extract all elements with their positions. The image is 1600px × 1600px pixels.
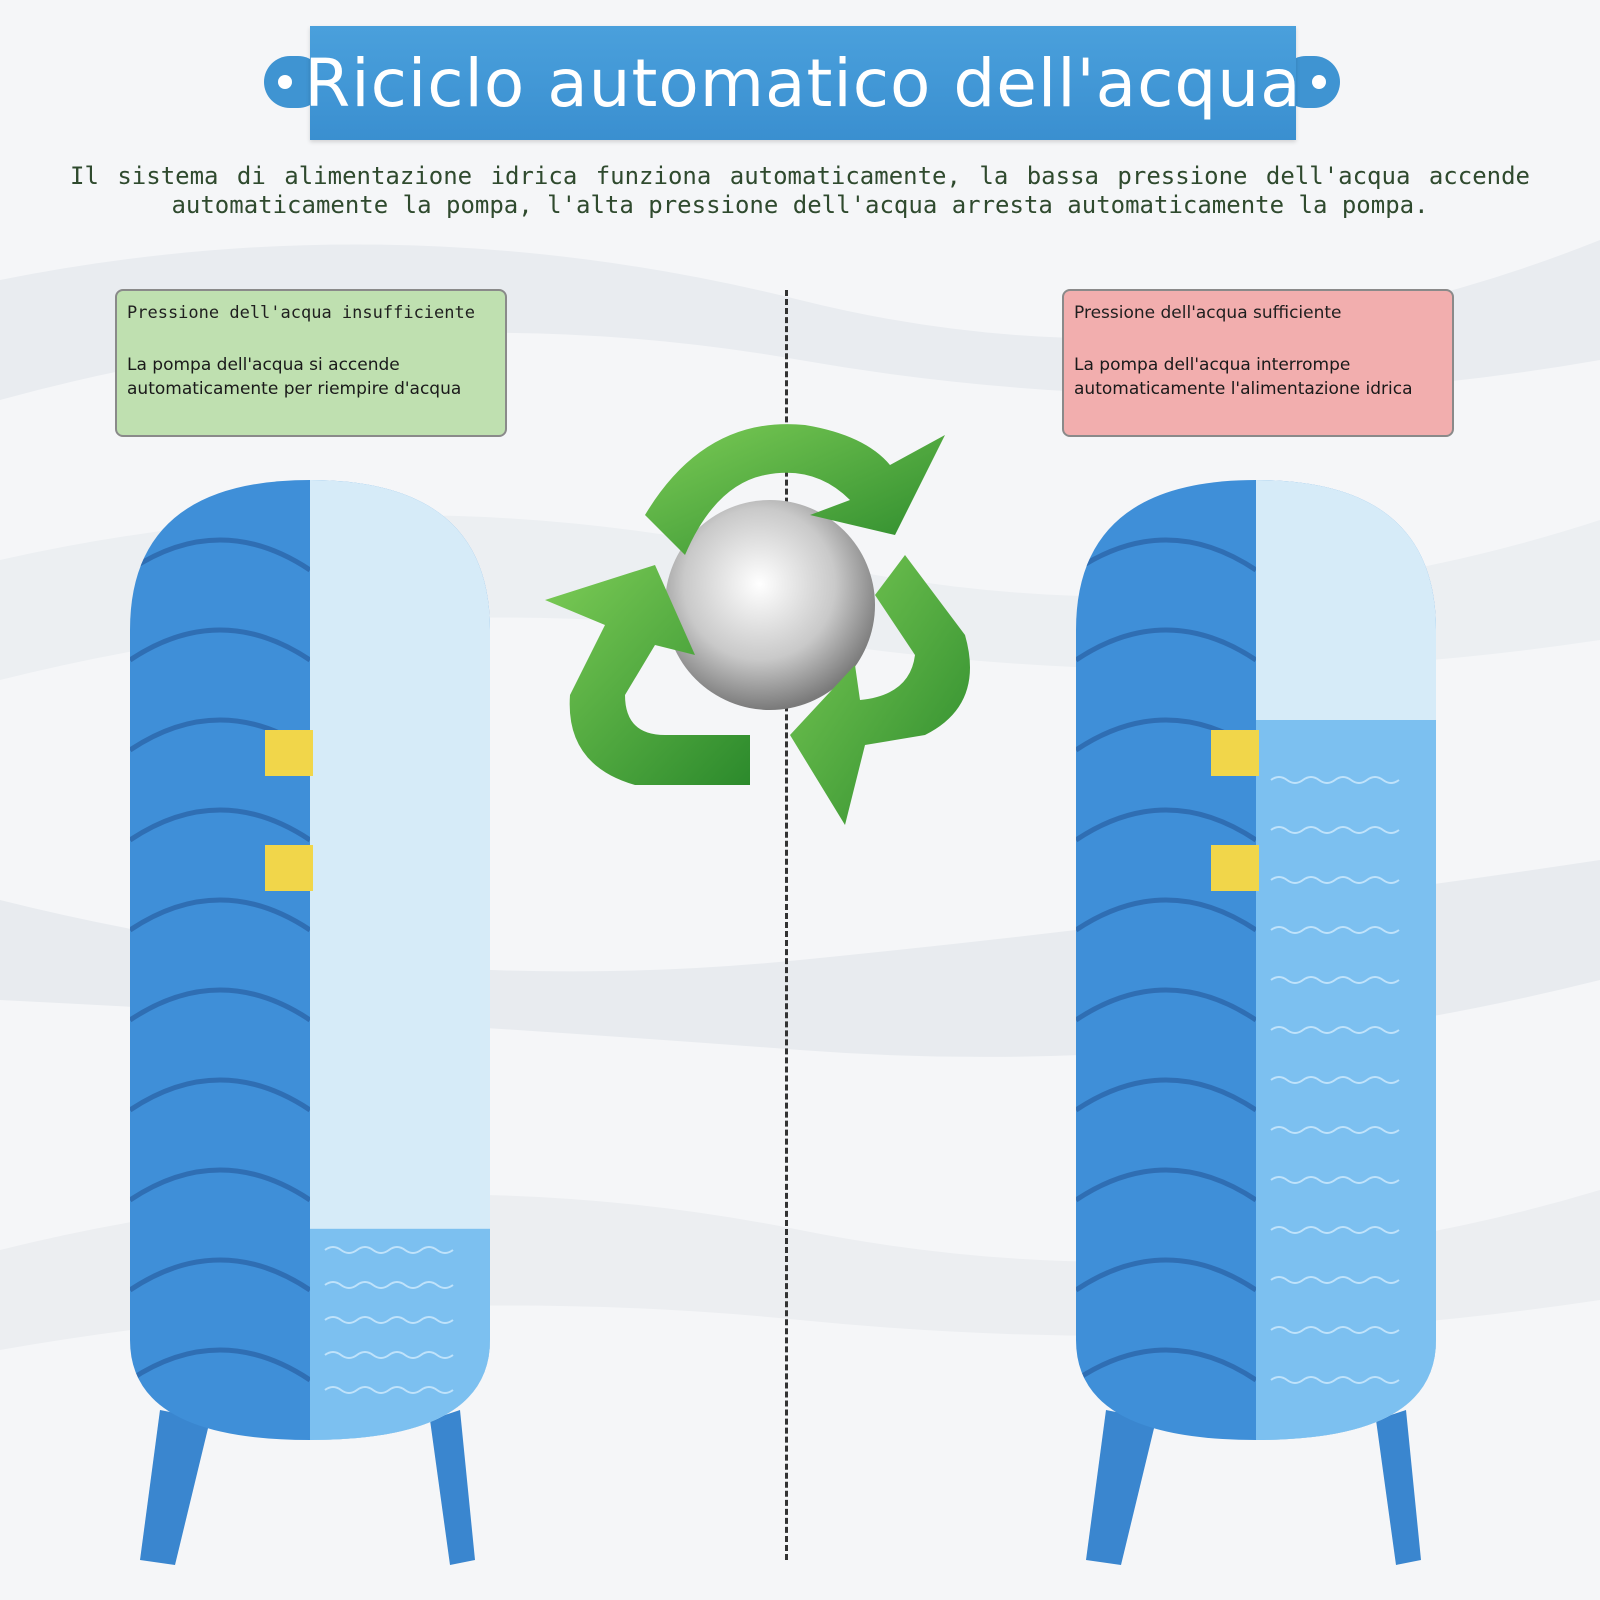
info-title-low-pressure: Pressione dell'acqua insufficiente	[127, 303, 475, 323]
title-banner: Riciclo automatico dell'acqua	[304, 26, 1301, 140]
info-body-low-pressure: La pompa dell'acqua si accende automatic…	[127, 355, 462, 399]
center-divider	[785, 290, 788, 1560]
description-text: Il sistema di alimentazione idrica funzi…	[70, 162, 1530, 219]
tank-low-level	[120, 480, 520, 1580]
info-box-high-pressure: Pressione dell'acqua sufficiente La pomp…	[1062, 289, 1454, 437]
tank-icon	[130, 480, 490, 1565]
info-box-low-pressure: Pressione dell'acqua insufficiente La po…	[115, 289, 507, 437]
info-title-high-pressure: Pressione dell'acqua sufficiente	[1074, 303, 1342, 323]
recycle-icon	[545, 424, 970, 825]
page-title: Riciclo automatico dell'acqua	[304, 44, 1302, 122]
tank-icon	[1076, 480, 1436, 1565]
tank-high-level	[1066, 480, 1466, 1580]
info-body-high-pressure: La pompa dell'acqua interrompe automatic…	[1074, 355, 1413, 399]
